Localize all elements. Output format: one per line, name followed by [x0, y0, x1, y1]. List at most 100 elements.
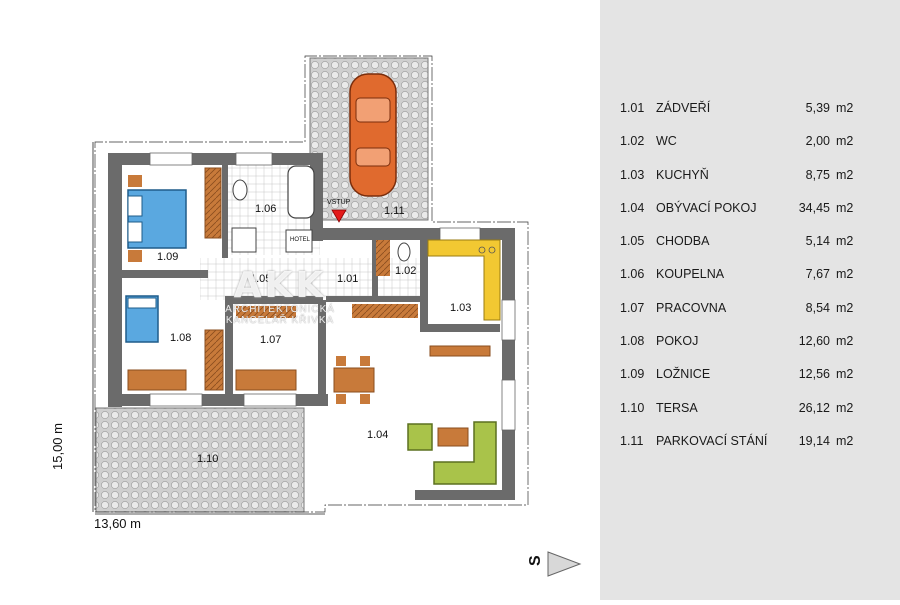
dimension-depth: 15,00 m	[50, 423, 65, 470]
shelf	[236, 306, 296, 318]
car	[349, 73, 397, 197]
room-label-1-10: 1.10	[197, 453, 219, 465]
legend-name: KOUPELNA	[656, 267, 725, 281]
legend-area: 8,54	[805, 301, 830, 315]
legend-area: 34,45	[798, 201, 830, 215]
legend-code: 1.07	[620, 301, 645, 315]
toilet	[397, 242, 411, 262]
legend-code: 1.01	[620, 101, 645, 115]
legend-name: PARKOVACÍ STÁNÍ	[656, 434, 768, 448]
coffee-table	[437, 427, 469, 447]
legend-unit: m2	[836, 334, 854, 348]
dining-chair	[360, 394, 370, 404]
windows	[149, 152, 516, 431]
shower	[231, 227, 257, 253]
legend-area: 12,60	[798, 334, 830, 348]
watermark-line-1: ARCHITEKTONICKÁ	[225, 304, 335, 315]
watermark: AKK ARCHITEKTONICKÁ KANCELÁŘ KŘIVKA	[210, 265, 350, 327]
legend-area: 12,56	[798, 367, 830, 381]
legend-code: 1.09	[620, 367, 645, 381]
legend-code: 1.02	[620, 134, 645, 148]
legend-unit: m2	[836, 234, 854, 248]
room-label-1-07: 1.07	[260, 334, 282, 346]
legend-row-1-09: 1.09 LOŽNICE 12,56 m2	[620, 367, 890, 385]
legend-unit: m2	[836, 367, 854, 381]
room-label-1-02: 1.02	[395, 265, 417, 277]
wardrobe	[204, 329, 224, 391]
room-label-1-04: 1.04	[367, 429, 389, 441]
legend-code: 1.05	[620, 234, 645, 248]
shoe-cabinet	[376, 240, 390, 276]
legend-row-1-10: 1.10 TERSA 26,12 m2	[620, 401, 890, 419]
watermark-line-2: KANCELÁŘ KŘIVKA	[225, 315, 335, 326]
legend-unit: m2	[836, 168, 854, 182]
legend-area: 7,67	[805, 267, 830, 281]
kitchen-island	[429, 345, 491, 357]
washbasin	[232, 179, 248, 201]
hall-cabinet	[352, 304, 418, 318]
legend-code: 1.04	[620, 201, 645, 215]
room-label-1-06: 1.06	[255, 203, 277, 215]
dining-chair	[336, 356, 346, 366]
bathtub	[287, 165, 315, 219]
cooktop-burner	[478, 246, 486, 254]
legend-name: ZÁDVEŘÍ	[656, 101, 711, 115]
room-label-1-09: 1.09	[157, 251, 179, 263]
legend-unit: m2	[836, 401, 854, 415]
legend-row-1-02: 1.02 WC 2,00 m2	[620, 134, 890, 152]
legend-name: OBÝVACÍ POKOJ	[656, 201, 757, 215]
legend-area: 5,14	[805, 234, 830, 248]
legend-name: WC	[656, 134, 677, 148]
legend-name: PRACOVNA	[656, 301, 727, 315]
watermark-logo: AKK	[233, 265, 327, 306]
legend-area: 26,12	[798, 401, 830, 415]
legend-code: 1.08	[620, 334, 645, 348]
desk	[127, 369, 187, 391]
room-label-1-01: 1.01	[337, 273, 359, 285]
kitchen-counter	[427, 239, 501, 321]
nightstand	[128, 175, 142, 187]
legend-unit: m2	[836, 267, 854, 281]
bed-pillow	[127, 297, 157, 309]
room-label-1-08: 1.08	[170, 332, 192, 344]
room-label-1-11: 1.11	[384, 205, 405, 217]
legend-area: 19,14	[798, 434, 830, 448]
legend-row-1-04: 1.04 OBÝVACÍ POKOJ 34,45 m2	[620, 201, 890, 219]
floor-plan-drawing	[92, 55, 582, 577]
site-boundary	[94, 55, 529, 513]
legend-name: LOŽNICE	[656, 367, 711, 381]
legend-unit: m2	[836, 134, 854, 148]
legend-row-1-05: 1.05 CHODBA 5,14 m2	[620, 234, 890, 252]
dining-table	[333, 367, 375, 393]
legend-row-1-07: 1.07 PRACOVNA 8,54 m2	[620, 301, 890, 319]
floor-plan: 1.09 1.06 1.05 1.01 1.02 1.03 1.08 1.07 …	[50, 55, 582, 577]
legend-row-1-06: 1.06 KOUPELNA 7,67 m2	[620, 267, 890, 285]
corner-sofa	[433, 421, 497, 485]
bed-pillow	[127, 221, 143, 243]
room-label-1-05: 1.05	[250, 273, 272, 285]
legend-row-1-01: 1.01 ZÁDVEŘÍ 5,39 m2	[620, 101, 890, 119]
legend-code: 1.06	[620, 267, 645, 281]
legend-unit: m2	[836, 101, 854, 115]
room-label-1-03: 1.03	[450, 302, 472, 314]
legend-code: 1.11	[620, 434, 644, 448]
legend-name: CHODBA	[656, 234, 710, 248]
legend-area: 5,39	[805, 101, 830, 115]
terrace-area	[95, 407, 305, 513]
cooktop-burner	[488, 246, 496, 254]
dining-chair	[336, 394, 346, 404]
legend-unit: m2	[836, 434, 854, 448]
legend-row-1-08: 1.08 POKOJ 12,60 m2	[620, 334, 890, 352]
wardrobe	[204, 167, 222, 239]
north-arrow-icon	[547, 551, 582, 577]
legend-code: 1.10	[620, 401, 645, 415]
legend-area: 8,75	[805, 168, 830, 182]
entrance-marker	[331, 209, 347, 223]
nightstand	[128, 250, 142, 262]
armchair	[407, 423, 433, 451]
legend-unit: m2	[836, 201, 854, 215]
legend-row-1-11: 1.11 PARKOVACÍ STÁNÍ 19,14 m2	[620, 434, 890, 452]
legend-area: 2,00	[805, 134, 830, 148]
north-label: S	[527, 555, 544, 566]
bed-pillow	[127, 195, 143, 217]
